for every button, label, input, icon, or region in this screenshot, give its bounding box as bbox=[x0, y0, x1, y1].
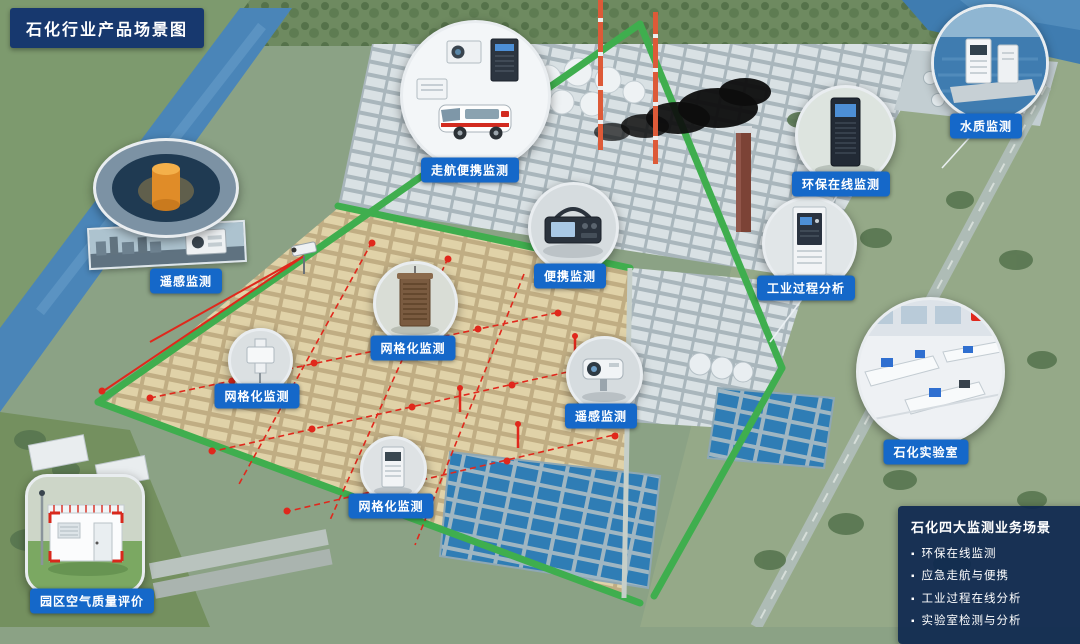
skyline-illustration bbox=[89, 221, 245, 269]
callout-grid-monitoring-1 bbox=[373, 261, 458, 346]
legend-title: 石化四大监测业务场景 bbox=[911, 520, 1052, 535]
callout-mobile-portable bbox=[400, 20, 551, 171]
grid-cabinet-illustration bbox=[374, 446, 412, 496]
grid-station-illustration bbox=[391, 266, 439, 335]
legend-item-emergency-mobile: 应急走航与便携 bbox=[911, 565, 1080, 587]
label-remote-sensing-left: 遥感监测 bbox=[149, 268, 223, 294]
portable-analyzer-illustration bbox=[543, 207, 603, 258]
smokestack bbox=[735, 126, 752, 232]
callout-water-quality bbox=[931, 4, 1049, 122]
park-road bbox=[621, 267, 633, 599]
online-monitor-cabinet-illustration bbox=[815, 97, 875, 176]
remote-camera bbox=[291, 241, 317, 274]
label-grid-monitoring-1: 网格化监测 bbox=[370, 335, 456, 361]
label-portable: 便携监测 bbox=[533, 263, 607, 289]
page-title: 石化行业产品场景图 bbox=[10, 8, 205, 48]
monitoring-van-illustration bbox=[416, 38, 519, 140]
label-grid-monitoring-3: 网格化监测 bbox=[348, 493, 434, 519]
label-mobile-portable: 走航便携监测 bbox=[420, 157, 520, 183]
legend-list: 环保在线监测 应急走航与便携 工业过程在线分析 实验室检测与分析 bbox=[911, 543, 1080, 633]
callout-env-online bbox=[795, 85, 896, 186]
legend-item-env-online: 环保在线监测 bbox=[911, 543, 1080, 565]
grid-sensor-illustration bbox=[246, 338, 275, 383]
air-quality-shed-illustration bbox=[28, 477, 142, 591]
callout-remote-sensing-center bbox=[566, 336, 643, 413]
label-process-analysis: 工业过程分析 bbox=[756, 275, 856, 301]
remote-sensing-beams bbox=[101, 255, 305, 393]
infographic-canvas: { "title": "石化行业产品场景图", "callouts": { "m… bbox=[0, 0, 1080, 627]
parking-rows bbox=[148, 529, 333, 599]
pole-tips bbox=[457, 333, 578, 427]
tank-cutaway-illustration bbox=[100, 145, 232, 231]
remote-sensor-illustration bbox=[582, 358, 626, 402]
callout-portable bbox=[528, 182, 619, 273]
label-air-quality: 园区空气质量评价 bbox=[29, 588, 155, 614]
legend-item-process-online: 工业过程在线分析 bbox=[911, 588, 1080, 610]
callout-remote-sensing-left bbox=[93, 138, 239, 238]
water-station-illustration bbox=[934, 7, 1046, 119]
sphere-tanks bbox=[688, 352, 754, 383]
label-laboratory: 石化实验室 bbox=[883, 439, 969, 465]
treatment-pools bbox=[438, 450, 662, 590]
legend-item-lab-analysis: 实验室检测与分析 bbox=[911, 610, 1080, 632]
callout-process-analysis bbox=[762, 196, 857, 291]
label-env-online: 环保在线监测 bbox=[791, 171, 891, 197]
callout-laboratory bbox=[856, 297, 1005, 446]
legend-box: 石化四大监测业务场景 环保在线监测 应急走航与便携 工业过程在线分析 实验室检测… bbox=[898, 506, 1080, 644]
label-remote-sensing-center: 遥感监测 bbox=[564, 403, 638, 429]
callout-air-quality-station bbox=[25, 474, 145, 594]
lab-interior-illustration bbox=[859, 300, 1002, 423]
label-grid-monitoring-2: 网格化监测 bbox=[214, 383, 300, 409]
skyline-photo-strip bbox=[87, 219, 247, 271]
callout-grid-monitoring-3 bbox=[360, 436, 427, 503]
label-water-quality: 水质监测 bbox=[949, 113, 1023, 139]
